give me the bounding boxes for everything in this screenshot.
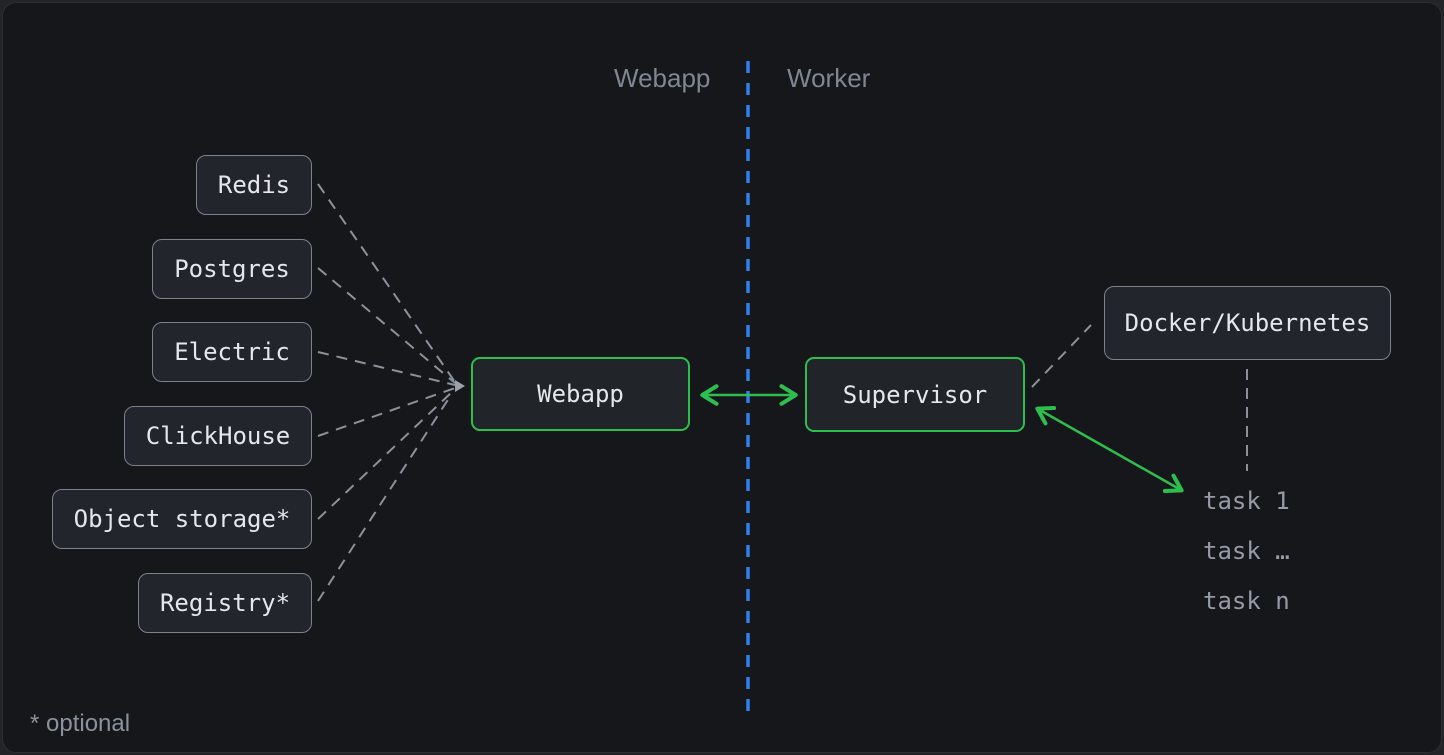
connector-objectstorage-webapp: [317, 390, 454, 520]
node-clickhouse: ClickHouse: [124, 406, 312, 466]
connector-registry-webapp: [317, 394, 452, 602]
task-item-n: task n: [1203, 587, 1290, 615]
node-object-storage: Object storage*: [52, 489, 312, 549]
task-item-ellipsis: task …: [1203, 537, 1290, 565]
connector-supervisor-docker: [1031, 324, 1092, 388]
optional-footnote: * optional: [30, 710, 131, 737]
connector-clickhouse-webapp: [317, 387, 456, 437]
node-postgres: Postgres: [152, 239, 312, 299]
lane-label-webapp: Webapp: [614, 63, 711, 93]
task-item-1: task 1: [1203, 487, 1290, 515]
node-supervisor: Supervisor: [805, 357, 1025, 432]
node-webapp: Webapp: [471, 357, 690, 431]
node-electric: Electric: [152, 322, 312, 382]
connector-postgres-webapp: [317, 267, 456, 384]
node-redis: Redis: [196, 155, 312, 215]
lane-label-worker: Worker: [787, 63, 871, 93]
node-registry: Registry*: [138, 573, 312, 633]
fan-in-arrowhead: [455, 380, 465, 392]
node-docker-kubernetes: Docker/Kubernetes: [1104, 286, 1391, 360]
connector-electric-webapp: [317, 351, 456, 386]
connector-redis-webapp: [317, 183, 456, 383]
arrow-supervisor-task: [1035, 406, 1184, 493]
